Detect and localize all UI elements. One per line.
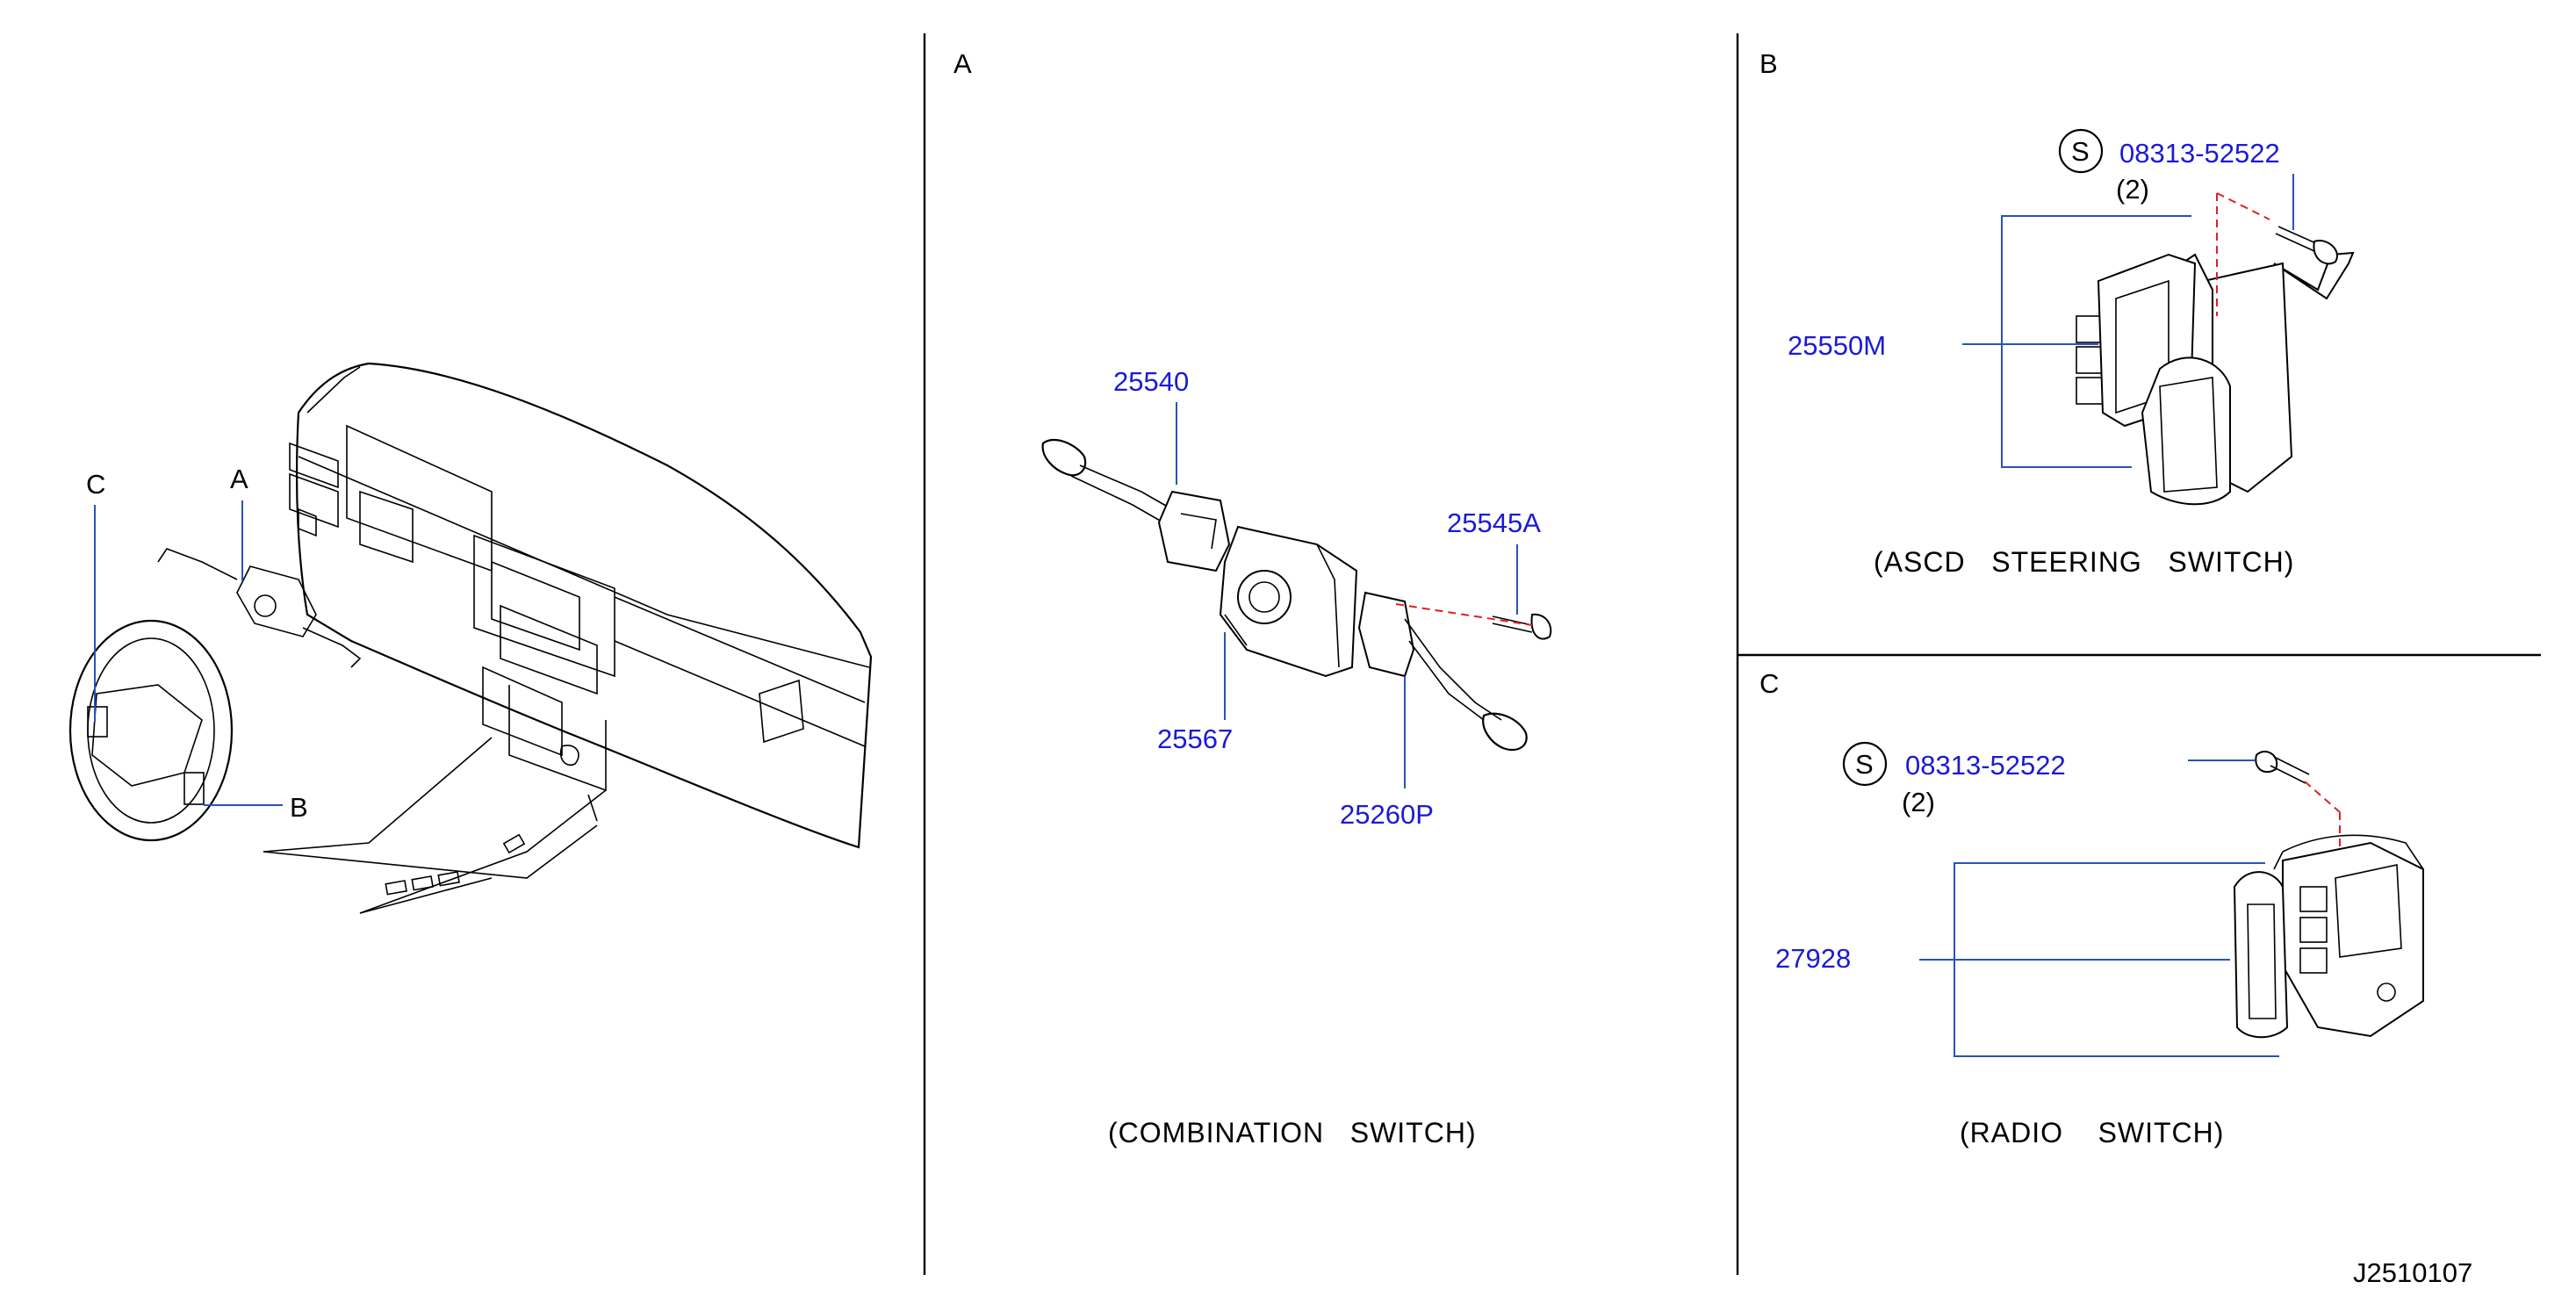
screw-alignment-dash-c1 — [2304, 781, 2341, 813]
diagram-code: J2510107 — [2353, 1257, 2472, 1288]
overview-callout-c: C — [86, 469, 105, 500]
combination-switch-caption: (COMBINATION SWITCH) — [1108, 1117, 1477, 1148]
part-number-08313-52522-b[interactable]: 08313-52522 — [2119, 138, 2280, 169]
screw-alignment-dash-a — [1395, 603, 1533, 626]
screw-symbol-circle-c — [1842, 741, 1888, 787]
screw-illustration-b — [2275, 226, 2338, 265]
screw-alignment-dash-b2 — [2216, 192, 2270, 220]
screw-quantity-b: (2) — [2116, 174, 2149, 205]
part-number-25545a[interactable]: 25545A — [1447, 508, 1541, 538]
ascd-steering-switch-illustration — [2076, 251, 2355, 506]
overview-callout-a: A — [230, 464, 248, 494]
section-b-label: B — [1759, 48, 1778, 79]
radio-switch-illustration — [2233, 834, 2424, 1039]
part-number-25550m[interactable]: 25550M — [1788, 330, 1886, 361]
screw-illustration-c — [2255, 751, 2310, 784]
radio-switch-caption: (RADIO SWITCH) — [1960, 1117, 2224, 1148]
part-number-25567[interactable]: 25567 — [1157, 723, 1233, 754]
combination-switch-illustration — [1041, 438, 1552, 752]
part-number-25260p[interactable]: 25260P — [1340, 799, 1434, 830]
bracket-25550m — [2001, 215, 2191, 468]
screw-symbol-c: S — [1855, 749, 1874, 780]
overview-callout-b: B — [290, 792, 308, 823]
section-a-label: A — [953, 48, 972, 79]
section-c-label: C — [1759, 668, 1779, 699]
screw-symbol-b: S — [2071, 136, 2090, 167]
dashboard-overview-illustration — [68, 362, 873, 914]
part-number-25540[interactable]: 25540 — [1113, 366, 1189, 397]
part-number-08313-52522-c[interactable]: 08313-52522 — [1905, 750, 2066, 781]
screw-quantity-c: (2) — [1902, 787, 1935, 817]
screw-symbol-circle-b — [2058, 128, 2104, 174]
part-number-27928[interactable]: 27928 — [1775, 943, 1851, 974]
ascd-switch-caption: (ASCD STEERING SWITCH) — [1874, 546, 2294, 578]
